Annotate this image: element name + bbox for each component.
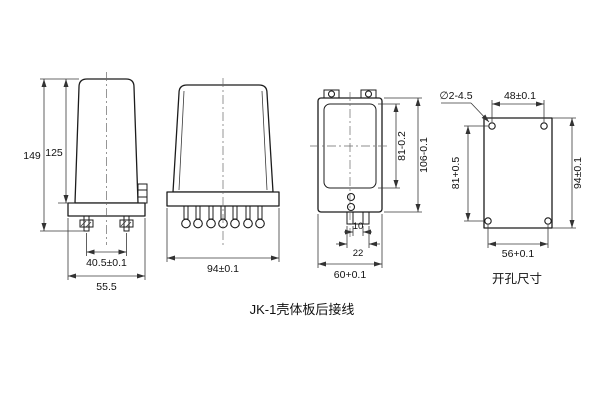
dim-text-10: 10 xyxy=(353,221,364,232)
cutout-view: ∅2-4.5 48±0.1 81+0.5 94±0.1 56+0.1 开孔尺寸 xyxy=(439,90,584,286)
dim-stud-spacing: 40.5±0.1 xyxy=(86,233,127,269)
dim-text-94-right: 94±0.1 xyxy=(572,157,584,189)
drill-hole-top-left xyxy=(488,122,496,130)
pin-shaft xyxy=(245,205,251,220)
extension-lines xyxy=(317,214,383,268)
leader-line xyxy=(470,102,490,123)
extension-lines xyxy=(166,208,280,262)
dim-total-height: 106-0.1 xyxy=(384,97,430,213)
cutout-rect xyxy=(483,117,553,229)
stud-right xyxy=(123,215,130,232)
side-view: 149 125 40.5±0.1 55.5 xyxy=(23,72,148,293)
screw-head xyxy=(193,218,203,229)
mount-hole-left xyxy=(327,90,336,98)
pin-shaft xyxy=(232,205,238,220)
dim-top-width: 48±0.1 xyxy=(491,90,545,122)
dim-left-height: 81+0.5 xyxy=(450,125,488,222)
dim-depth: 55.5 xyxy=(67,218,146,293)
pin-shaft xyxy=(195,205,201,220)
dim-text-106: 106-0.1 xyxy=(418,137,430,173)
screw-head xyxy=(230,218,240,229)
terminal-pin xyxy=(193,205,203,229)
hole-note-text: ∅2-4.5 xyxy=(439,90,472,102)
rear-view: 81-0.2 106-0.1 10 22 60+0.1 xyxy=(310,89,430,281)
terminal-screw-top xyxy=(346,192,356,202)
drill-hole-bottom-left xyxy=(484,217,492,225)
drawing-caption: JK-1壳体板后接线 xyxy=(250,302,355,317)
terminal-screw-bottom xyxy=(346,202,356,212)
drill-hole-bottom-right xyxy=(544,217,552,225)
terminal-block xyxy=(346,211,370,225)
screw-head xyxy=(206,218,216,229)
terminal-pin xyxy=(206,205,216,229)
dim-text-40-5: 40.5±0.1 xyxy=(86,257,127,269)
screw-head xyxy=(243,218,253,229)
dim-right-height: 94±0.1 xyxy=(552,117,584,229)
dim-text-22: 22 xyxy=(353,248,364,259)
dim-opening-height: 81-0.2 xyxy=(378,103,408,189)
terminal-pin xyxy=(243,205,253,229)
dim-text-125: 125 xyxy=(45,147,63,159)
terminal-pin xyxy=(255,205,265,229)
screw-head xyxy=(181,218,191,229)
dim-text-55-5: 55.5 xyxy=(96,281,117,293)
dim-height-total: 149 xyxy=(23,78,84,232)
dim-text-60: 60+0.1 xyxy=(334,269,367,281)
dim-text-94: 94±0.1 xyxy=(207,263,239,275)
terminal-pin xyxy=(181,205,191,229)
cover-outline xyxy=(172,84,274,193)
pin-shaft xyxy=(208,205,214,220)
screw-head xyxy=(255,218,265,229)
dim-width: 60+0.1 xyxy=(317,214,383,281)
mount-hole-right xyxy=(364,90,373,98)
dim-22: 22 xyxy=(336,226,380,259)
dim-text-149: 149 xyxy=(23,150,41,162)
drill-hole-top-right xyxy=(540,122,548,130)
dim-width: 94±0.1 xyxy=(166,208,280,275)
front-view: 94±0.1 xyxy=(166,78,280,275)
hole-callout: ∅2-4.5 xyxy=(439,90,490,123)
cutout-label: 开孔尺寸 xyxy=(492,272,542,286)
pin-shaft xyxy=(257,205,263,220)
extension-lines xyxy=(67,218,146,280)
dim-text-48: 48±0.1 xyxy=(504,90,536,102)
wall-lines xyxy=(178,90,268,191)
extension-lines xyxy=(40,78,84,232)
dim-height-body: 125 xyxy=(45,79,75,204)
terminal-pin xyxy=(230,205,240,229)
terminal-block-inner xyxy=(352,212,364,224)
stud-left xyxy=(83,215,90,232)
nut-right-hatch xyxy=(120,220,132,228)
dim-bottom-width: 56+0.1 xyxy=(487,225,549,260)
nut-left-hatch xyxy=(80,220,92,228)
dim-text-81-plus: 81+0.5 xyxy=(450,157,462,190)
dim-text-81: 81-0.2 xyxy=(396,131,408,161)
rear-terminal-detail xyxy=(137,183,148,204)
dim-text-56: 56+0.1 xyxy=(502,248,535,260)
pin-shaft xyxy=(183,205,189,220)
dim-10: 10 xyxy=(344,221,372,236)
